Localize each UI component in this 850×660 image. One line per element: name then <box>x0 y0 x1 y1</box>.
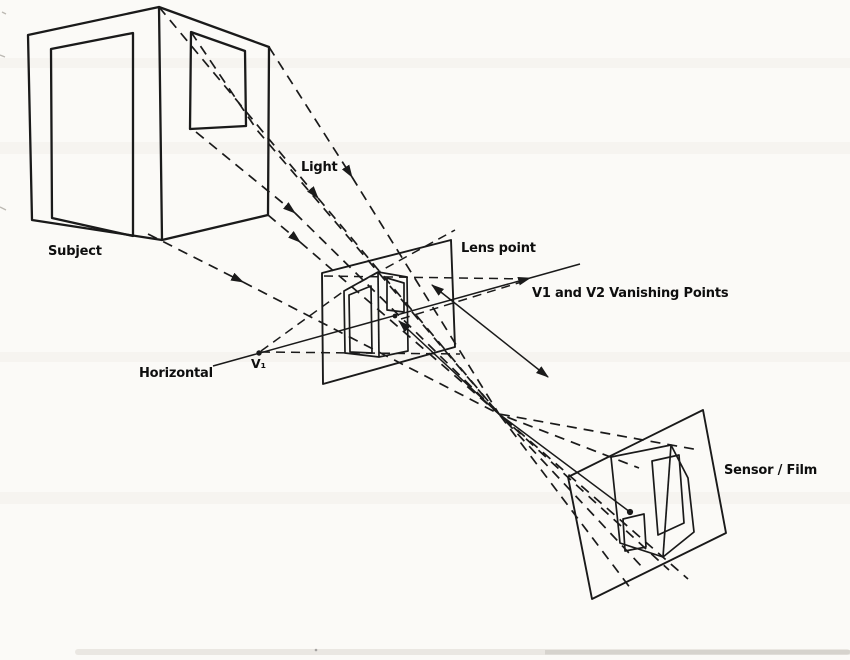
light-ray-upper-right <box>268 46 353 178</box>
image-point-connector-group <box>392 313 634 516</box>
lens-point-label: Lens point <box>461 241 536 256</box>
construction-line-to-v2-upper <box>323 275 529 280</box>
scan-edge-ticks <box>0 11 7 211</box>
v1-label: V₁ <box>251 356 266 371</box>
vanishing-points-pointer-arrow <box>431 284 549 378</box>
sensor-image-window <box>622 513 647 552</box>
subject-label: Subject <box>48 244 102 259</box>
construction-line-from-v1 <box>260 351 461 355</box>
scan-smudge-bottom-right <box>545 650 850 655</box>
light-ray-front-bottom <box>147 233 244 283</box>
subject-house <box>26 5 271 242</box>
light-ray-front-bottom-continuation <box>242 281 700 451</box>
light-ray-lower-right <box>267 214 301 243</box>
scan-smudge-bottom <box>75 649 850 655</box>
sensor-image-front-edge <box>662 444 672 558</box>
construction-line-v1-roof <box>260 229 456 352</box>
sensor-plane <box>567 409 727 600</box>
scan-speck <box>314 648 318 652</box>
scan-streak <box>0 492 850 504</box>
lens-image-front-edge <box>377 271 380 358</box>
horizontal-label: Horizontal <box>139 366 213 381</box>
subject-front-edge <box>157 5 164 242</box>
subject-outline <box>26 5 271 242</box>
light-ray-apex <box>158 6 319 199</box>
lens-image-door <box>348 285 373 354</box>
scan-streak <box>0 58 850 68</box>
light-ray-window-bottom-continuation <box>294 212 670 571</box>
scan-streak <box>0 142 850 154</box>
vanishing-points-label: V1 and V2 Vanishing Points <box>532 286 729 301</box>
labels: Subject Light Lens point V1 and V2 Vanis… <box>48 160 817 478</box>
light-ray-window-diagonal <box>190 31 632 590</box>
lens-image-point-dot <box>392 313 398 319</box>
light-label: Light <box>301 160 338 175</box>
lens-image-window <box>386 277 405 313</box>
sensor-image-door <box>651 454 685 536</box>
horizontal-line-extension <box>529 263 581 279</box>
light-ray-upper-right-continuation <box>351 176 644 569</box>
subject-window <box>188 30 248 131</box>
v1-point-dot <box>256 350 262 356</box>
image-point-connector <box>398 320 631 513</box>
sensor-plane-group <box>567 409 727 600</box>
sensor-image-house-inverted <box>610 444 695 558</box>
light-ray-window-bottom <box>195 131 296 214</box>
sensor-film-label: Sensor / Film <box>724 463 817 478</box>
sensor-image-point-dot <box>626 508 634 516</box>
scan-streak <box>0 352 850 362</box>
subject-door-panel <box>49 31 135 238</box>
scan-artifacts <box>0 11 850 655</box>
